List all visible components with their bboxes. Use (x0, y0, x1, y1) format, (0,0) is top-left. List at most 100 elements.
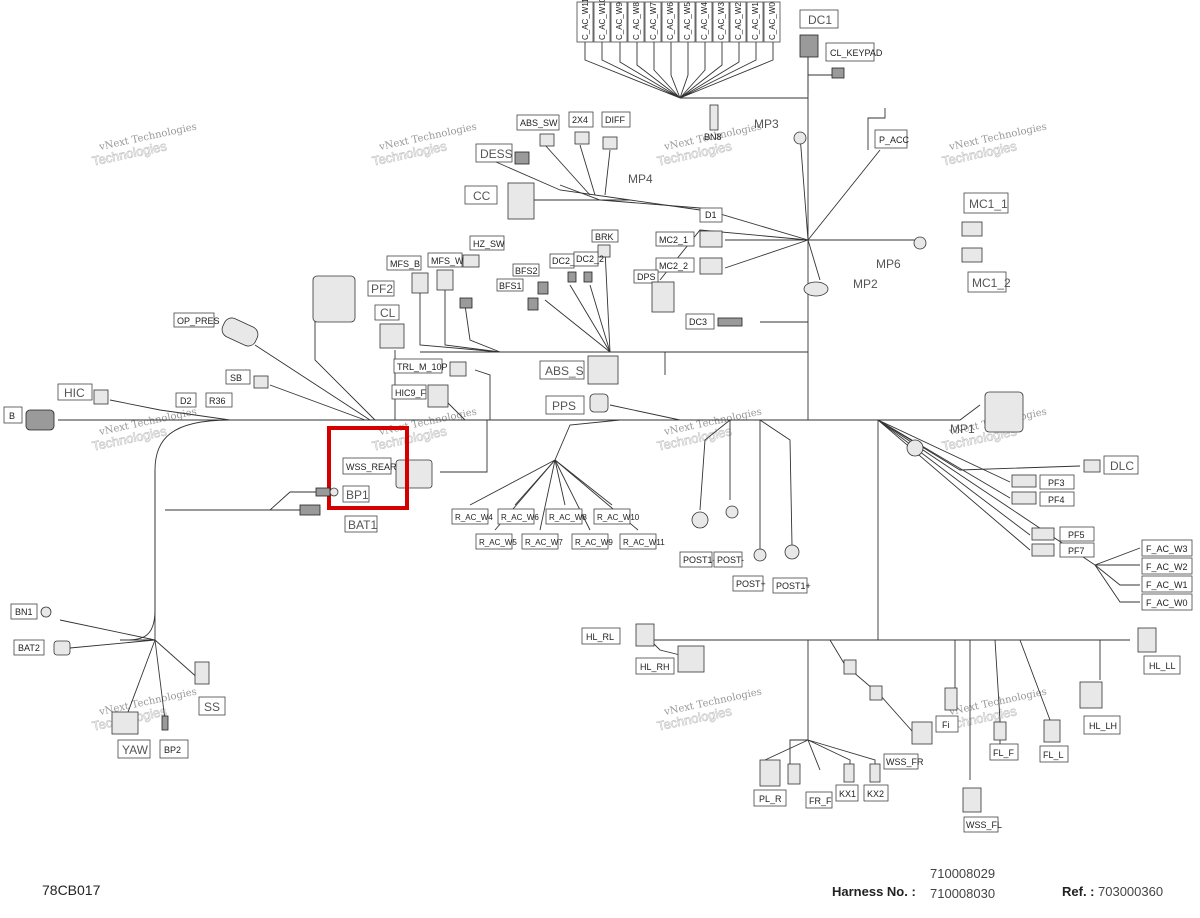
d2-label-box (175, 392, 197, 408)
mc2-1-connector (699, 230, 723, 248)
wire (119, 419, 231, 641)
bp1-label-box (342, 485, 370, 503)
brk-label: BRK (595, 232, 614, 242)
dps-label-box (633, 269, 659, 284)
cc-label-box (464, 185, 498, 205)
pf5-label-box (1059, 526, 1095, 542)
top-connector-label: C_AC_W6 (666, 2, 675, 40)
mfs-b-label: MFS_B (390, 259, 420, 269)
cl-keypad-connector (831, 67, 845, 79)
bat1-label-box (344, 515, 378, 533)
mc1-2-label: MC1_2 (972, 276, 1011, 290)
top-connector-label-box (576, 1, 594, 43)
hl-rh-connector (677, 645, 705, 673)
wire (867, 108, 886, 150)
top-connector-label: C_AC_W4 (700, 2, 709, 40)
wire (807, 739, 821, 771)
wire (544, 299, 611, 353)
bfs2-label: BFS2 (515, 266, 538, 276)
kx2-connector (869, 763, 881, 783)
front-connector-label-box (1141, 575, 1193, 593)
wire (419, 290, 501, 353)
post1-plus-label: POST1+ (776, 581, 811, 591)
bat2-label: BAT2 (18, 643, 40, 653)
mc2-1-label: MC2_1 (659, 235, 688, 245)
wire (789, 640, 809, 770)
mp1-label: MP1 (950, 422, 975, 436)
wire (1094, 564, 1140, 586)
post-plus-ring (753, 548, 767, 562)
wire-trunks (58, 55, 1141, 780)
kx1-connector (843, 763, 855, 783)
cl-label: CL (380, 306, 396, 320)
rear-connector-label-box (619, 533, 657, 550)
top-connector-label-box (610, 1, 628, 43)
fl-l-connector (1043, 719, 1061, 743)
wire (589, 284, 611, 353)
wire (554, 419, 621, 461)
op-pres-label-box (173, 312, 215, 328)
hz-sw-connector (462, 254, 480, 268)
hl-lh-label-box (1083, 715, 1121, 735)
mp6-splice (913, 236, 927, 250)
mc2-2-label: MC2_2 (659, 261, 688, 271)
pf2-label-box (367, 280, 395, 297)
trl-m-10p-label: TRL_M_10P (397, 362, 448, 372)
sb-label: SB (230, 373, 242, 383)
mc2-2-label-box (655, 257, 695, 273)
wire (514, 459, 556, 506)
hic9-f-label-box (391, 384, 427, 400)
bfs1-label-box (496, 278, 524, 292)
diff-label: DIFF (605, 115, 625, 125)
diff-label-box (601, 111, 631, 128)
wire (469, 459, 556, 506)
mfs-w-label: MFS_W (431, 256, 464, 266)
wire (479, 154, 631, 201)
cl-connector (379, 323, 405, 349)
abs-s-module (587, 355, 619, 385)
dc2-1-connector (567, 271, 577, 283)
pl-r-label-box (753, 789, 787, 807)
kx2-label: KX2 (867, 789, 884, 799)
top-connector-label-box (695, 1, 713, 43)
front-connector-label: F_AC_W0 (1146, 598, 1188, 608)
top-connector-label: C_AC_W7 (649, 2, 658, 40)
op-pres-label: OP_PRES (177, 316, 220, 326)
wire (154, 639, 201, 681)
highlight-box (327, 426, 409, 510)
mp4-label: MP4 (628, 172, 653, 186)
fl-f-label: FL_F (993, 748, 1015, 758)
sb-connector (253, 375, 269, 389)
mp1-splice (906, 439, 924, 457)
rear-connector-label: R_AC_W10 (597, 513, 640, 522)
fr-f-connector (787, 763, 801, 785)
harness-number-label: Harness No. : (832, 884, 916, 899)
wire (877, 419, 1031, 536)
wire (269, 384, 366, 421)
cc-label: CC (473, 189, 491, 203)
fi-connector (944, 687, 958, 711)
wire (807, 149, 881, 241)
hl-rl-label-box (581, 627, 621, 645)
bn1-label-box (10, 603, 38, 620)
bfs1-label: BFS1 (499, 281, 522, 291)
pf3-label: PF3 (1048, 478, 1065, 488)
wss-rear-m-connector (395, 459, 433, 489)
bn8-terminal (709, 104, 719, 131)
pf7-label-box (1059, 542, 1095, 558)
bat2-terminal (53, 640, 71, 656)
wss-fl-label: WSS_FL (966, 820, 1002, 830)
rear-connector-label-box (571, 533, 609, 550)
wire (124, 639, 156, 721)
op-pres-sensor (221, 317, 259, 347)
wire (444, 290, 501, 353)
bat2-label-box (13, 639, 45, 656)
pps-connector (589, 393, 609, 413)
pf7-connector (1031, 543, 1055, 557)
top-connector-label: C_AC_W0 (768, 2, 777, 40)
yaw-sensor (111, 711, 139, 735)
hl-rl-connector (635, 623, 655, 647)
mc1-1-label-box (963, 192, 1009, 214)
abs-s-label-box (539, 360, 585, 380)
wire (59, 619, 156, 641)
